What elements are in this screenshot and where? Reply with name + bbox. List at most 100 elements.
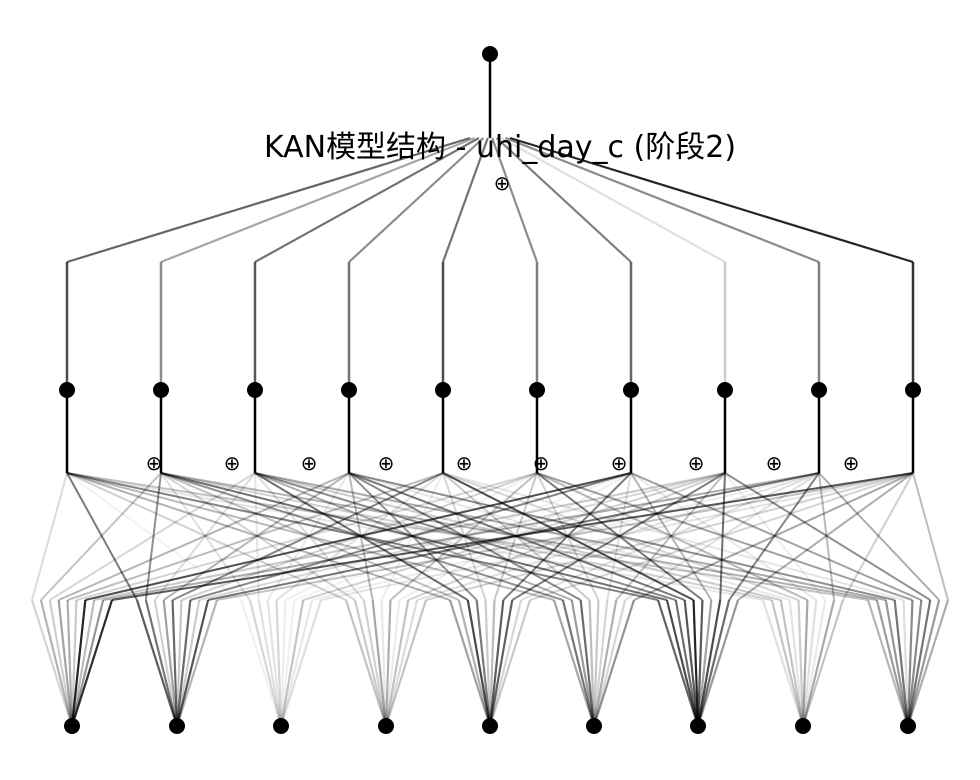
cross-edge (348, 472, 790, 601)
output-fan-edge (500, 137, 726, 263)
output-sum-symbol: ⊕ (494, 171, 511, 195)
output-fan-edge (495, 137, 632, 263)
input-fan-edge (353, 599, 388, 727)
cross-edge (66, 472, 764, 601)
cross-edge (67, 472, 444, 601)
input-fan-edge (696, 599, 704, 727)
input-fan-edge (384, 599, 401, 727)
input-fan-edge (592, 599, 636, 727)
input-node (690, 718, 706, 734)
input-fan-edge (866, 599, 910, 727)
hidden-sum-symbol: ⊕ (766, 451, 783, 475)
output-fan-edge (160, 136, 475, 264)
input-fan-edge (384, 599, 428, 727)
cross-edge (31, 472, 68, 601)
input-node (586, 718, 602, 734)
input-fan-edge (257, 599, 283, 727)
input-fan-edge (801, 599, 809, 727)
cross-edge (254, 472, 469, 601)
cross-edge (442, 472, 904, 601)
input-fan-edge (70, 599, 105, 727)
hidden-sum-symbol: ⊕ (146, 451, 163, 475)
cross-edge (348, 472, 686, 601)
input-fan-edge (488, 599, 523, 727)
hidden-sum-symbol: ⊕ (224, 451, 241, 475)
output-fan-edge (66, 136, 471, 264)
cross-edge (160, 472, 878, 601)
cross-edge (536, 472, 704, 601)
lower-layer-edges (30, 472, 950, 727)
input-fan-edge (175, 599, 219, 727)
input-fan-edge (801, 599, 836, 727)
cross-edge (66, 472, 242, 601)
input-fan-edge (70, 599, 87, 727)
input-fan-edge (779, 599, 805, 727)
input-fan-edge (384, 599, 410, 727)
input-fan-edge (57, 599, 74, 727)
cross-edge (160, 472, 356, 601)
input-fan-edge (488, 599, 505, 727)
input-fan-edge (801, 599, 818, 727)
cross-edge (912, 472, 949, 601)
input-fan-edge (162, 599, 179, 727)
input-fan-edge (275, 599, 283, 727)
upper-layer-edges (65, 54, 915, 473)
cross-edge (207, 472, 820, 601)
cross-edge (254, 472, 677, 601)
hidden-sum-symbol: ⊕ (611, 451, 628, 475)
cross-edge (94, 472, 726, 601)
cross-edge (66, 472, 138, 601)
cross-edge (615, 472, 726, 601)
input-fan-edge (696, 599, 722, 727)
output-fan-edge (509, 136, 914, 264)
input-fan-edge (70, 599, 114, 727)
input-fan-edge (384, 599, 392, 727)
input-fan-edge (875, 599, 910, 727)
input-fan-edge (570, 599, 596, 727)
input-fan-edge (457, 599, 492, 727)
hidden-sum-symbol: ⊕ (688, 451, 705, 475)
cross-edge (724, 472, 827, 601)
cross-edge (49, 472, 256, 601)
cross-edge (66, 472, 555, 601)
cross-edge (348, 472, 895, 601)
input-fan-edge (466, 599, 492, 727)
input-fan-edge (592, 599, 609, 727)
input-fan-edge (70, 599, 78, 727)
cross-edge (66, 472, 347, 601)
cross-edge (348, 472, 582, 601)
cross-edge (536, 472, 808, 601)
input-fan-edge (656, 599, 700, 727)
input-fan-edge (135, 599, 179, 727)
input-fan-edge (592, 599, 618, 727)
input-fan-edge (552, 599, 596, 727)
cross-edge (293, 472, 632, 601)
input-fan-edge (239, 599, 283, 727)
cross-edge (737, 472, 914, 601)
input-node (795, 718, 811, 734)
cross-edge (160, 472, 668, 601)
cross-edge (630, 472, 817, 601)
input-fan-edge (39, 599, 74, 727)
hidden-sum-symbol: ⊕ (378, 451, 395, 475)
input-fan-edge (696, 599, 713, 727)
sum-symbols: ⊕⊕⊕⊕⊕⊕⊕⊕⊕⊕⊕ (146, 171, 860, 475)
input-fan-edge (153, 599, 179, 727)
input-fan-edge (384, 599, 419, 727)
input-fan-edge (588, 599, 596, 727)
hidden-node (435, 382, 451, 398)
input-fan-edge (801, 599, 827, 727)
input-fan-edge (248, 599, 283, 727)
cross-edge (198, 472, 726, 601)
cross-edge (153, 472, 256, 601)
cross-edge (266, 472, 350, 601)
input-fan-edge (484, 599, 492, 727)
hidden-node (153, 382, 169, 398)
hidden-sum-symbol: ⊕ (533, 451, 550, 475)
cross-edge (630, 472, 922, 601)
cross-edge (216, 472, 914, 601)
input-fan-edge (906, 599, 941, 727)
cross-edge (842, 472, 914, 601)
input-fan-edge (902, 599, 910, 727)
hidden-node (623, 382, 639, 398)
